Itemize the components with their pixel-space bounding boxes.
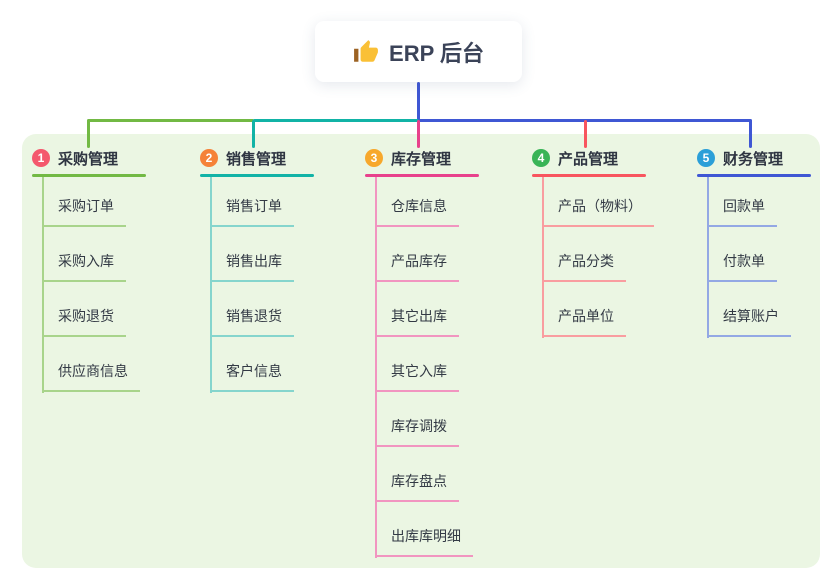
child-node[interactable]: 销售订单 — [210, 196, 294, 227]
root-node[interactable]: ERP 后台 — [315, 21, 522, 82]
child-node[interactable]: 其它出库 — [375, 306, 459, 337]
child-node[interactable]: 库存盘点 — [375, 471, 459, 502]
branch-label: 产品管理 — [558, 150, 619, 168]
child-node[interactable]: 产品分类 — [542, 251, 626, 282]
branches-panel — [22, 134, 820, 568]
child-node[interactable]: 采购订单 — [42, 196, 126, 227]
branch-title-product[interactable]: 4 产品管理 — [532, 147, 618, 169]
child-node[interactable]: 产品（物料） — [542, 196, 654, 227]
branch-badge-5: 5 — [697, 149, 715, 167]
branch-label: 采购管理 — [58, 150, 119, 168]
branch-underline — [697, 174, 811, 177]
child-node[interactable]: 采购入库 — [42, 251, 126, 282]
child-node[interactable]: 结算账户 — [707, 306, 791, 337]
child-node[interactable]: 供应商信息 — [42, 361, 140, 392]
branch-drop-4 — [584, 120, 587, 148]
root-node-label: ERP 后台 — [389, 40, 484, 66]
child-node[interactable]: 客户信息 — [210, 361, 294, 392]
branch-title-sales[interactable]: 2 销售管理 — [200, 147, 286, 169]
branch-trunk-line — [542, 177, 544, 338]
branch-label: 财务管理 — [723, 150, 784, 168]
branch-trunk-line — [42, 177, 44, 393]
branch-badge-3: 3 — [365, 149, 383, 167]
branch-trunk-line — [210, 177, 212, 393]
child-node[interactable]: 产品库存 — [375, 251, 459, 282]
branch-badge-1: 1 — [32, 149, 50, 167]
child-node[interactable]: 产品单位 — [542, 306, 626, 337]
branch-trunk-line — [707, 177, 709, 338]
branch-badge-4: 4 — [532, 149, 550, 167]
child-node[interactable]: 销售出库 — [210, 251, 294, 282]
branch-title-finance[interactable]: 5 财务管理 — [697, 147, 783, 169]
branch-drop-3 — [417, 120, 420, 148]
child-node[interactable]: 其它入库 — [375, 361, 459, 392]
child-node[interactable]: 回款单 — [707, 196, 777, 227]
branch-trunk-line — [375, 177, 377, 558]
child-node[interactable]: 采购退货 — [42, 306, 126, 337]
bus-segment-teal — [253, 119, 419, 122]
child-node[interactable]: 仓库信息 — [375, 196, 459, 227]
branch-underline — [365, 174, 479, 177]
branch-underline — [32, 174, 146, 177]
thumbs-up-icon — [353, 39, 379, 65]
child-node[interactable]: 出库库明细 — [375, 526, 473, 557]
branch-drop-5 — [749, 120, 752, 148]
branch-underline — [200, 174, 314, 177]
branch-label: 库存管理 — [391, 150, 452, 168]
child-node[interactable]: 库存调拨 — [375, 416, 459, 447]
branch-label: 销售管理 — [226, 150, 287, 168]
branch-title-inventory[interactable]: 3 库存管理 — [365, 147, 451, 169]
branch-title-purchase[interactable]: 1 采购管理 — [32, 147, 118, 169]
child-node[interactable]: 付款单 — [707, 251, 777, 282]
branch-underline — [532, 174, 646, 177]
branch-drop-1 — [87, 120, 90, 148]
branch-drop-2 — [252, 120, 255, 148]
bus-segment-green — [87, 119, 254, 122]
branch-badge-2: 2 — [200, 149, 218, 167]
root-connector-line — [417, 82, 420, 120]
child-node[interactable]: 销售退货 — [210, 306, 294, 337]
